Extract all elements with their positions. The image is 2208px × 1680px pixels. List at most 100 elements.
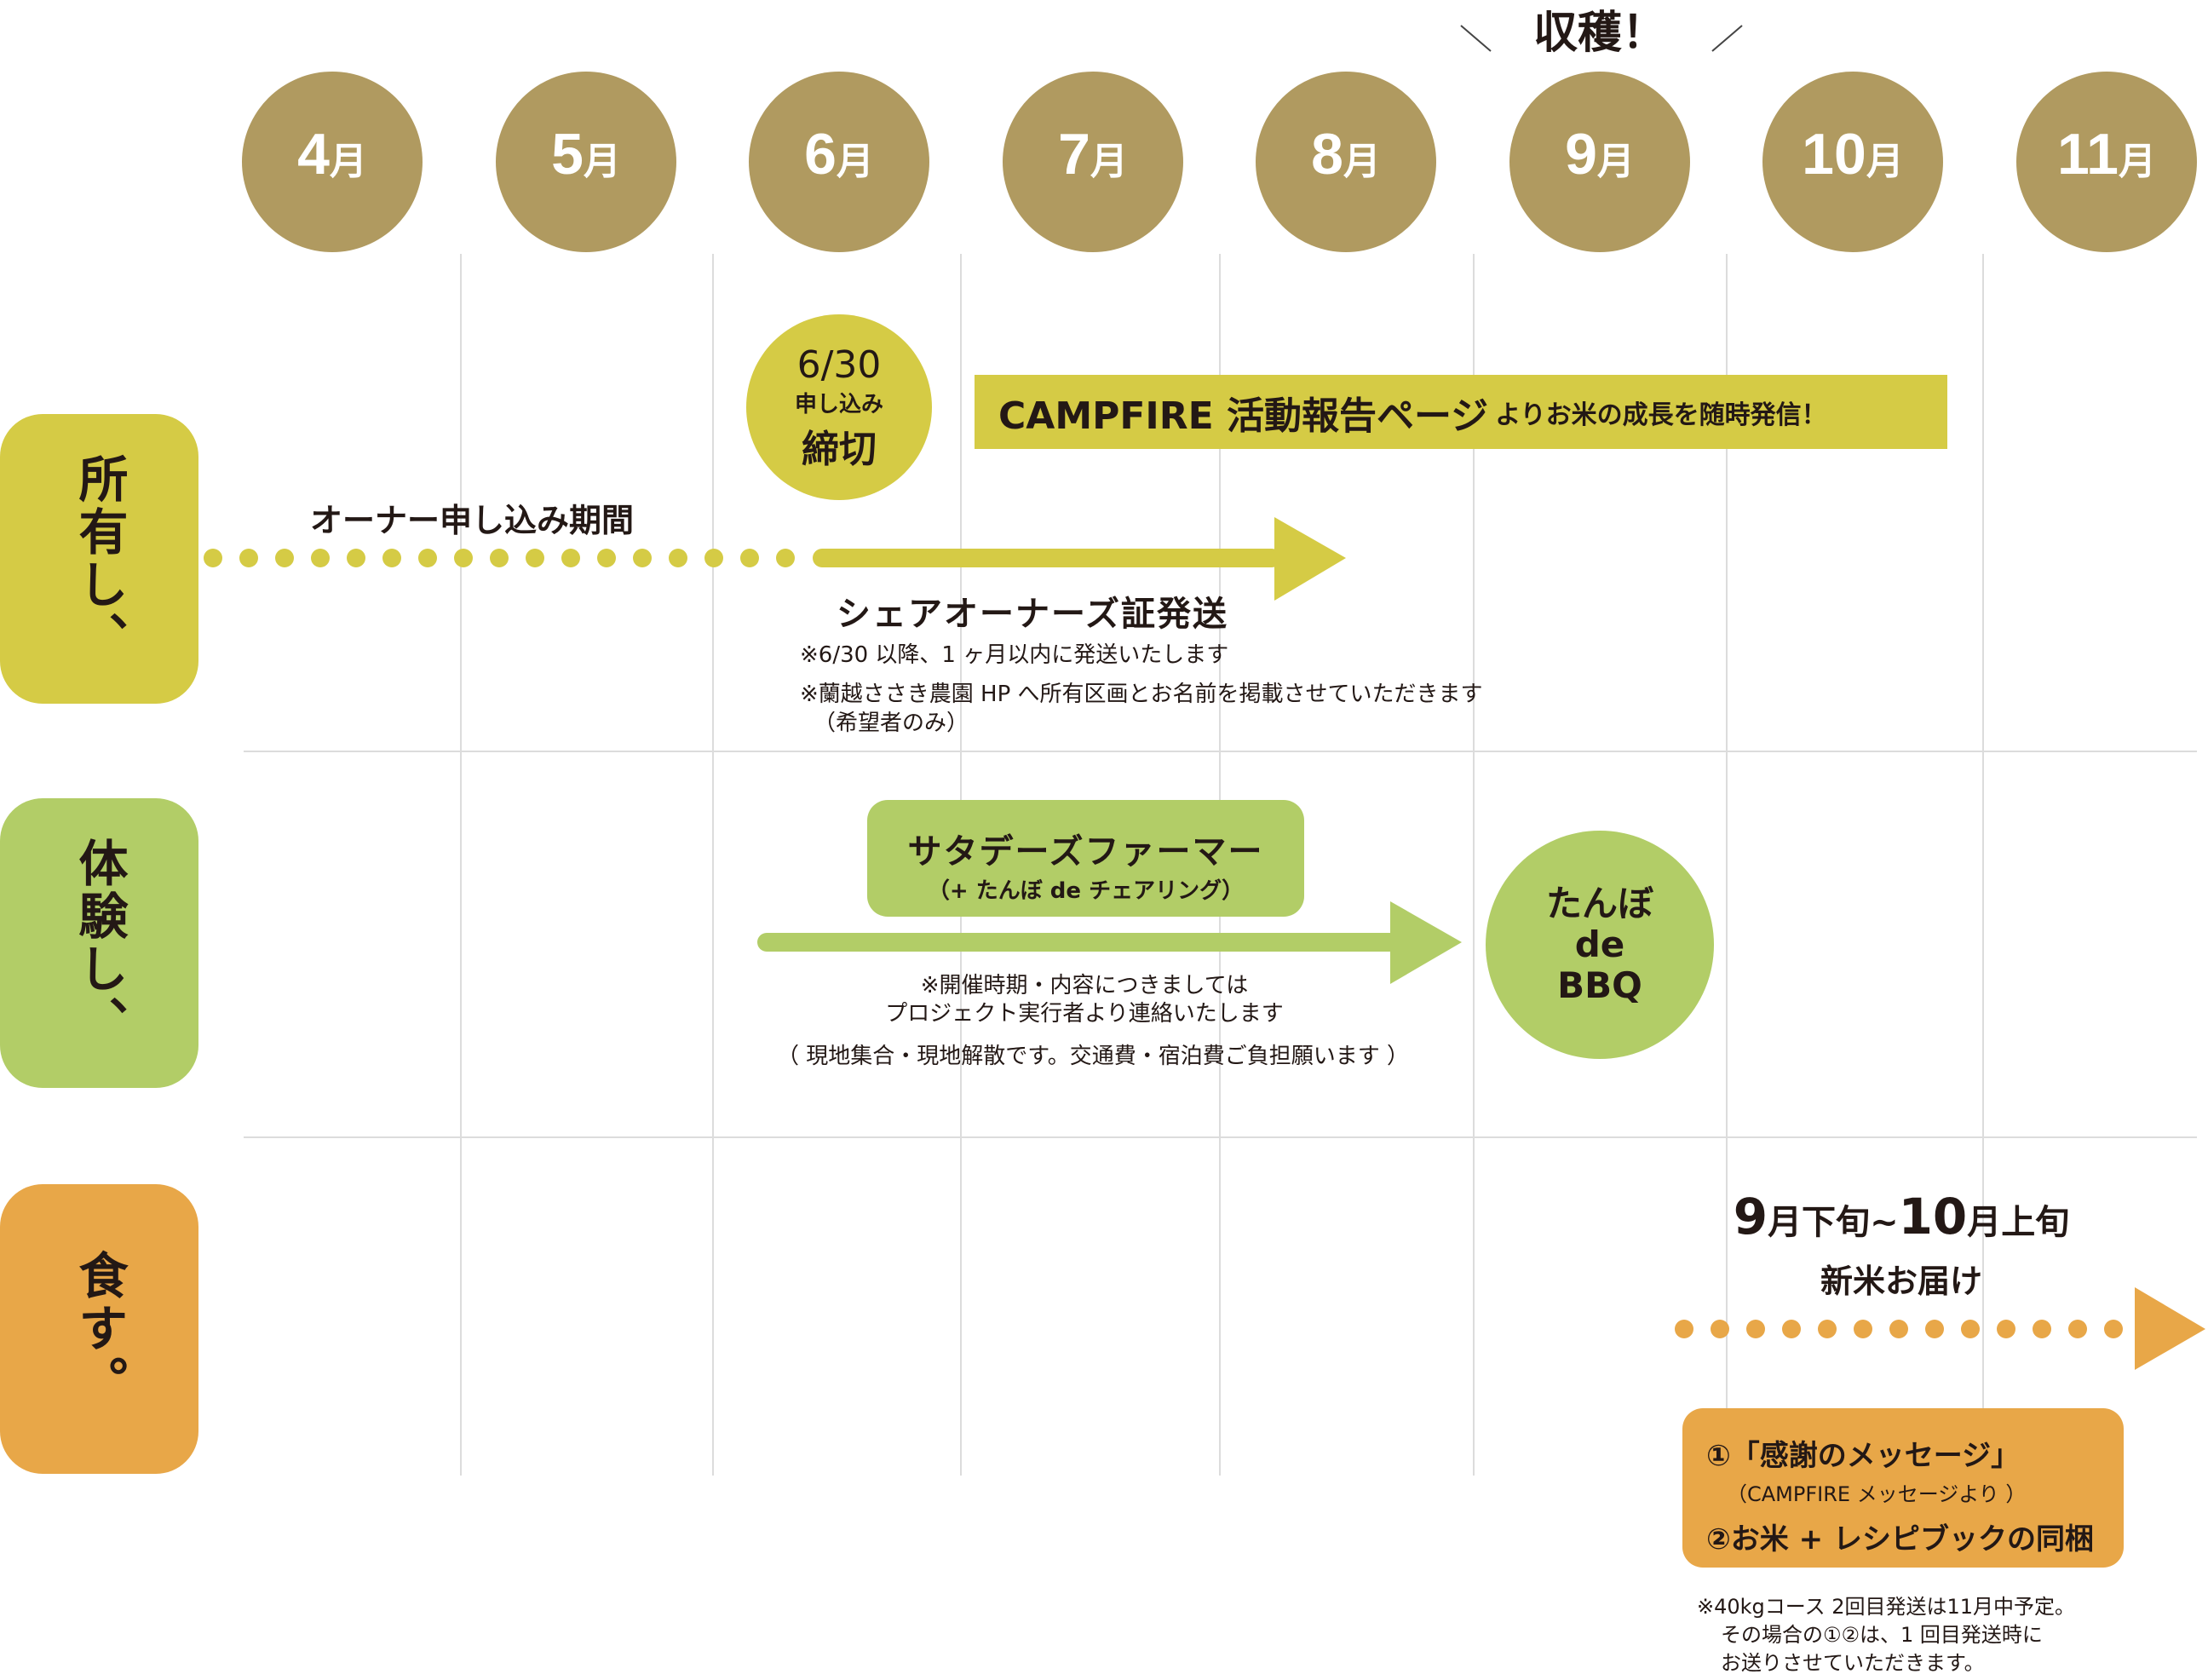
dot xyxy=(1782,1320,1801,1338)
month-number: 9 xyxy=(1565,122,1597,187)
grid-line xyxy=(1726,254,1728,1476)
delivery-item-2: ②お米 + レシピブックの同梱 xyxy=(1706,1522,2094,1556)
row-label-own: 所有し、 xyxy=(0,414,198,704)
dot xyxy=(704,549,723,567)
delivery-note-3: お送りさせていただきます。 xyxy=(1721,1651,1985,1675)
experience-note-1: ※開催時期・内容につきましては xyxy=(920,973,1249,998)
experience-arrow xyxy=(757,901,1462,984)
month-unit: 月 xyxy=(583,140,621,183)
application-period-label: オーナー申し込み期間 xyxy=(310,502,635,539)
grid-line xyxy=(1473,254,1475,1476)
delivery-contents-box: ①「感謝のメッセージ」 （CAMPFIRE メッセージより ） ②お米 + レシ… xyxy=(1682,1408,2124,1568)
dot xyxy=(347,549,365,567)
month-number: 4 xyxy=(297,122,330,187)
dot xyxy=(454,549,473,567)
delivery-item-1-sub: （CAMPFIRE メッセージより ） xyxy=(1727,1482,2027,1506)
dot xyxy=(1854,1320,1872,1338)
delivery-note-2: その場合の①②は、1 回目発送時に xyxy=(1721,1623,2043,1647)
month-number: 7 xyxy=(1058,122,1090,187)
dot xyxy=(633,549,652,567)
listing-note: ※蘭越ささき農園 HP へ所有区画とお名前を掲載させていただきます xyxy=(800,682,1483,707)
grid-line xyxy=(460,254,462,1476)
banner-sub: よりお米の成長を随時発信！ xyxy=(1495,400,1827,430)
delivery-arrowhead xyxy=(2135,1287,2205,1370)
dot xyxy=(311,549,330,567)
month-number: 5 xyxy=(551,122,584,187)
grid-line xyxy=(1982,254,1984,1476)
row-label-experience: 体験し、 xyxy=(0,798,198,1088)
month-unit: 月 xyxy=(836,140,874,183)
deadline-date: 6/30 xyxy=(796,343,882,387)
dot xyxy=(239,549,258,567)
month-unit: 月 xyxy=(1596,140,1635,183)
dot xyxy=(561,549,580,567)
bbq-line: たんぼ xyxy=(1545,883,1653,924)
row-divider xyxy=(244,751,2197,752)
dot xyxy=(382,549,401,567)
deadline-badge: 6/30 申し込み 締切 xyxy=(746,314,932,500)
dot xyxy=(275,549,294,567)
dot xyxy=(776,549,795,567)
bbq-line: de xyxy=(1574,923,1625,965)
shipping-note: ※6/30 以降、1 ヶ月以内に発送いたします xyxy=(800,642,1229,668)
row-divider xyxy=(244,1136,2197,1138)
banner-main: CAMPFIRE 活動報告ページ xyxy=(998,394,1489,438)
saturdays-farmer-title: サタデーズファーマー xyxy=(907,832,1264,872)
experience-note-3: （ 現地集合・現地解散です。交通費・宿泊費ご負担願います ） xyxy=(777,1044,1409,1069)
period-end-label: 月上旬 xyxy=(1967,1203,2070,1242)
experience-note-2: プロジェクト実行者より連絡いたします xyxy=(885,1001,1284,1027)
dot xyxy=(1961,1320,1980,1338)
dot xyxy=(1711,1320,1729,1338)
dot xyxy=(1675,1320,1693,1338)
month-unit: 月 xyxy=(1866,140,1904,183)
month-number: 10 xyxy=(1802,122,1866,187)
dot xyxy=(204,549,222,567)
period-end-month: 10 xyxy=(1898,1188,1968,1246)
shipping-arrow xyxy=(813,517,1346,601)
bbq-line: BBQ xyxy=(1557,964,1642,1006)
delivery-note-1: ※40kgコース 2回目発送は11月中予定。 xyxy=(1697,1595,2076,1619)
saturdays-farmer-subtitle: （+ たんぼ de チェアリング） xyxy=(927,878,1245,904)
dot xyxy=(2104,1320,2123,1338)
month-unit: 月 xyxy=(2118,140,2156,183)
dot xyxy=(418,549,437,567)
dot xyxy=(490,549,509,567)
deadline-main: 締切 xyxy=(802,428,877,471)
dot xyxy=(1818,1320,1837,1338)
month-number: 11 xyxy=(2057,122,2119,187)
dot xyxy=(669,549,687,567)
shipping-label: シェアオーナーズ証発送 xyxy=(837,595,1228,634)
dot xyxy=(2033,1320,2051,1338)
listing-note-sub: （希望者のみ） xyxy=(814,711,969,736)
dot xyxy=(1925,1320,1944,1338)
dot xyxy=(1889,1320,1908,1338)
month-unit: 月 xyxy=(1090,140,1128,183)
dot xyxy=(526,549,544,567)
month-unit: 月 xyxy=(329,140,367,183)
deadline-sub: 申し込み xyxy=(794,392,883,417)
grid-line xyxy=(712,254,714,1476)
dot xyxy=(1746,1320,1765,1338)
month-number: 6 xyxy=(804,122,837,187)
delivery-item-1: ①「感謝のメッセージ」 xyxy=(1706,1439,2021,1473)
campfire-banner: CAMPFIRE 活動報告ページ よりお米の成長を随時発信！ xyxy=(975,375,1947,449)
dot xyxy=(597,549,616,567)
harvest-label: 収穫！ xyxy=(1532,8,1667,59)
saturdays-farmer-box: サタデーズファーマー （+ たんぼ de チェアリング） xyxy=(867,800,1304,917)
dot xyxy=(1997,1320,2015,1338)
new-rice-delivery-label: 新米お届け xyxy=(1820,1263,1983,1300)
row-label-eat: 食す。 xyxy=(0,1184,198,1474)
delivery-period: 9月下旬~10月上旬 xyxy=(1734,1188,2070,1246)
bbq-badge: たんぼ de BBQ xyxy=(1486,831,1714,1059)
period-start-month: 9 xyxy=(1733,1188,1768,1246)
period-sep: ~ xyxy=(1870,1203,1899,1242)
period-start-label: 月下旬 xyxy=(1768,1203,1871,1242)
